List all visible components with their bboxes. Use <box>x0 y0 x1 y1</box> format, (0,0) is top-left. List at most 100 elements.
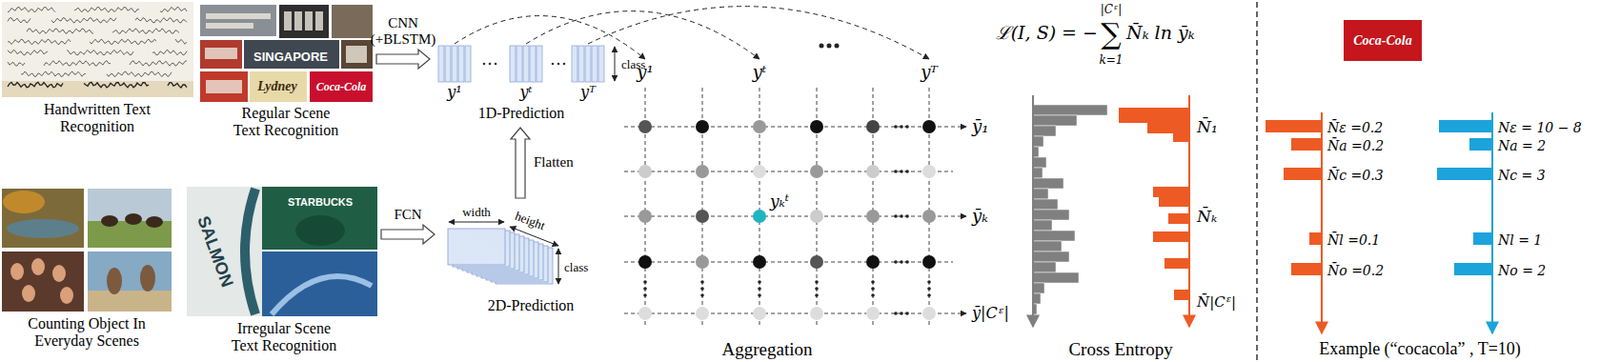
dashed-arc <box>587 6 930 60</box>
axis-line <box>1032 95 1034 327</box>
sign-glyph <box>205 13 271 20</box>
image-patch <box>87 188 172 248</box>
formula-part: ∑ <box>1100 20 1121 49</box>
histogram-bar <box>1032 293 1041 304</box>
formula-part: ℒ(I, S) = − <box>995 23 1098 42</box>
tensor-slice <box>447 228 506 265</box>
ellipsis-dot <box>819 43 825 49</box>
ellipsis-dot <box>488 62 492 66</box>
tensor-slice <box>536 45 543 82</box>
probability-dot <box>810 120 824 134</box>
sign-glyph <box>294 11 303 31</box>
sign-glyph <box>205 80 243 94</box>
ellipsis-dot <box>893 124 898 129</box>
handwriting-stroke <box>7 18 187 24</box>
histogram-bar <box>1309 232 1322 245</box>
ellipsis-dot <box>870 286 875 291</box>
row-symbol: ȳₖ <box>972 207 989 225</box>
ellipsis-dot <box>551 62 555 66</box>
probability-dot <box>866 209 880 223</box>
histogram-bar <box>1032 178 1064 189</box>
image-patch <box>262 251 378 317</box>
ellipsis-dot <box>757 286 762 291</box>
ellipsis-dot <box>927 286 932 291</box>
image-patch <box>1 188 84 248</box>
image-patch <box>331 4 373 39</box>
ellipsis-dot <box>814 280 819 284</box>
tensor-slice <box>451 45 458 82</box>
grid-line <box>624 262 953 264</box>
histogram-bar <box>1153 186 1190 198</box>
dimension-arrow <box>509 226 559 246</box>
tensor-slice <box>585 45 591 82</box>
histogram-bar <box>1158 197 1190 207</box>
histogram-bar <box>1032 220 1053 231</box>
ellipsis-dot <box>927 280 932 284</box>
image-patch <box>87 251 172 312</box>
task-image: Counting Object In Everyday Scenes <box>1 188 172 312</box>
ellipsis-dot <box>893 311 898 316</box>
sign-text: SINGAPORE <box>253 50 328 63</box>
foliage <box>2 190 45 214</box>
formula-part: N̄ₖ ln ȳₖ <box>1126 23 1195 42</box>
edge-label: FCN <box>393 206 422 223</box>
sign-glyph <box>205 22 254 29</box>
probability-dot <box>866 164 880 179</box>
histogram-bar <box>1032 104 1108 116</box>
face <box>21 284 36 303</box>
grid-line <box>624 313 967 315</box>
panel-caption: Regular Scene Text Recognition <box>229 104 343 139</box>
probability-dot <box>752 306 767 321</box>
value-label: N̄c =0.3 <box>1327 168 1384 183</box>
probability-dot <box>638 306 652 321</box>
example-chart <box>1265 20 1493 334</box>
ellipsis-dot <box>905 260 910 264</box>
aggregation-grid <box>624 87 967 326</box>
grid-line <box>624 126 967 128</box>
horse <box>124 213 142 225</box>
dimension-arrow <box>448 222 505 223</box>
histogram-bar <box>1438 120 1493 133</box>
scene-text-images <box>200 4 373 102</box>
image-patch <box>200 40 243 69</box>
ellipsis-dot <box>905 124 910 129</box>
bird <box>140 264 156 292</box>
histogram-bar <box>1291 138 1322 151</box>
column-symbol: yᵀ <box>920 63 938 82</box>
ellipsis-dot <box>814 286 819 291</box>
axis-line <box>1320 112 1323 334</box>
ellipsis-dot <box>905 214 910 219</box>
histogram-bar <box>1473 232 1493 245</box>
tensor-1d <box>438 45 615 82</box>
value-label: N̄ε =0.2 <box>1327 121 1383 135</box>
probability-dot <box>695 164 709 179</box>
stream <box>6 219 80 239</box>
ellipsis-dot <box>643 280 648 284</box>
section-title: Example (“cocacola” , T=10) <box>1318 340 1521 358</box>
handwriting-image <box>1 1 194 98</box>
dimension-label: width <box>462 205 491 219</box>
sign-glyph <box>304 11 313 31</box>
ellipsis-dot <box>483 62 487 66</box>
ellipsis-dot <box>557 62 561 66</box>
tensor-slice <box>523 45 529 82</box>
tensor-slice <box>465 45 471 82</box>
formula-part: k=1 <box>1099 54 1124 66</box>
value-label: N̄l =0.1 <box>1327 233 1380 247</box>
horse <box>101 215 119 227</box>
probability-dot <box>695 306 709 321</box>
probability-dot <box>695 255 709 269</box>
ellipsis-dot <box>905 169 910 174</box>
histogram-bar <box>1032 167 1043 179</box>
tensor-slice <box>571 45 578 82</box>
image-patch <box>279 4 329 39</box>
probability-dot <box>810 164 824 179</box>
ellipsis-dot <box>834 43 840 49</box>
image-patch <box>1 251 84 312</box>
hollow-arrow <box>376 49 430 69</box>
histogram-bar <box>1164 258 1190 269</box>
ellipsis-dot <box>899 124 904 129</box>
logo-disc <box>295 215 345 246</box>
tensor-slice <box>509 45 516 82</box>
